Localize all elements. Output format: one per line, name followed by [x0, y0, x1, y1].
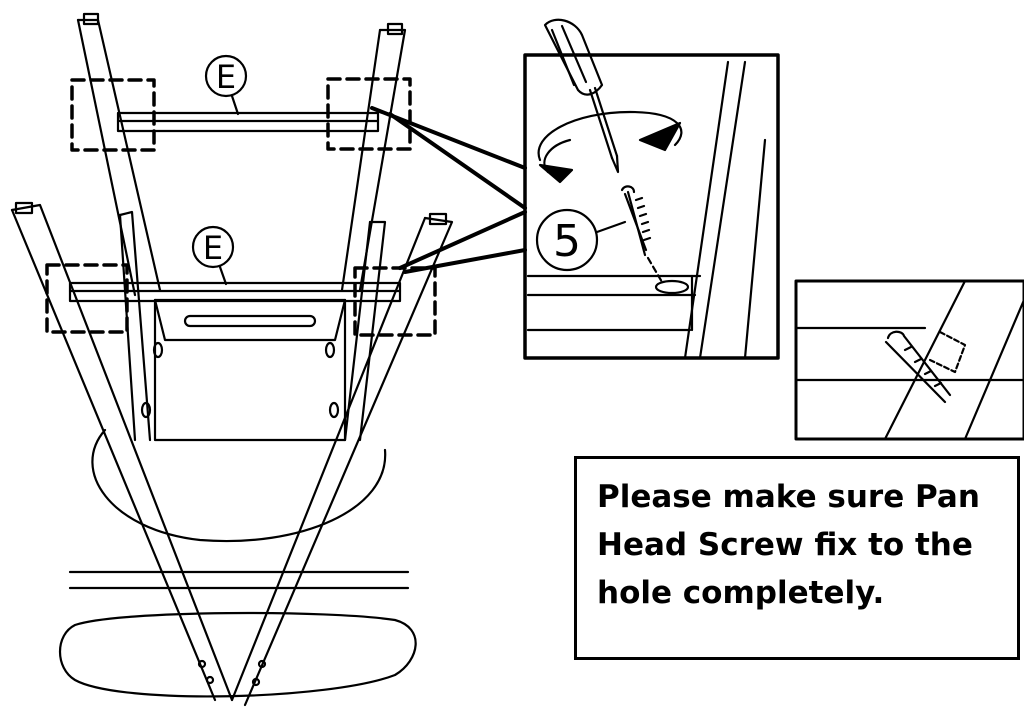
- chair-drawing: [10, 12, 454, 707]
- callout-lines: [370, 106, 527, 274]
- part-e-bottom-label: E: [203, 229, 223, 267]
- instruction-note-text: Please make sure Pan Head Screw fix to t…: [597, 479, 980, 611]
- cross-section: [794, 279, 1024, 441]
- screw-number-badge: [535, 208, 599, 272]
- screw-number-label: 5: [553, 216, 581, 267]
- part-e-top-badge: [204, 54, 248, 98]
- highlight-boxes: [45, 77, 437, 337]
- part-e-top-label: E: [216, 58, 236, 96]
- instruction-note-box: Please make sure Pan Head Screw fix to t…: [574, 456, 1020, 660]
- detail-zoom: [523, 18, 780, 360]
- part-e-bottom-badge: [191, 225, 235, 269]
